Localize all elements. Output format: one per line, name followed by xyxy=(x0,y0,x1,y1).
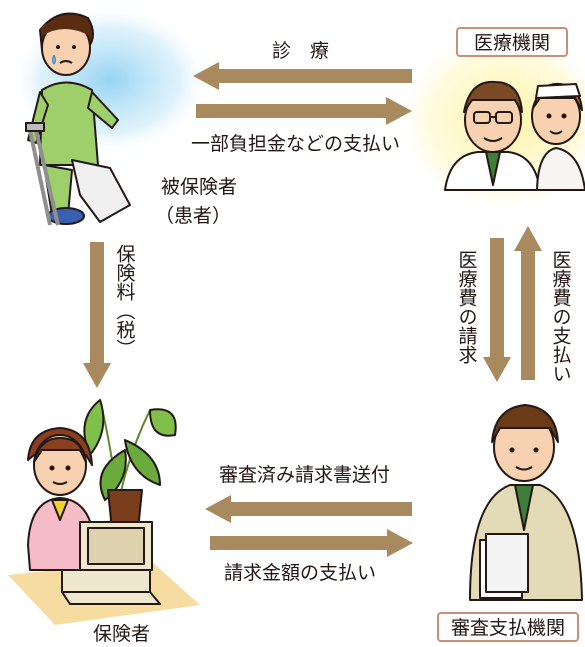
label-shinryo: 診 療 xyxy=(272,40,330,62)
label-ichibu-futan: 一部負担金などの支払い xyxy=(191,133,401,155)
arrow-shinsazumi xyxy=(205,495,412,523)
label-hihokensha: 被保険者 xyxy=(161,176,238,198)
arrow-seikyu-kingaku xyxy=(210,529,413,557)
label-seikyu-kingaku: 請求金額の支払い xyxy=(224,562,377,584)
plant-icon xyxy=(83,399,177,531)
nurse-figure xyxy=(531,82,585,191)
label-iryohi-seikyu: 医療費の請求 xyxy=(455,250,478,364)
box-shinsa-kikan: 審査支払機関 xyxy=(437,612,579,642)
label-hokenryo: 保険料（税） xyxy=(113,244,136,358)
box-iryo-kikan: 医療機関 xyxy=(456,27,568,57)
computer-icon xyxy=(61,521,161,605)
label-hokensha: 保険者 xyxy=(93,623,151,645)
label-shinsazumi: 審査済み請求書送付 xyxy=(219,464,391,486)
patient-figure xyxy=(25,12,131,226)
doctor-figure xyxy=(444,80,541,191)
arrow-iryohi-shiharai xyxy=(514,226,542,380)
label-kanja: （患者） xyxy=(155,205,232,227)
label-iryohi-shiharai: 医療費の支払い xyxy=(549,250,572,383)
arrow-hokenryo xyxy=(83,242,111,388)
insurer-worker-figure xyxy=(27,427,95,571)
arrow-ichibu-futan xyxy=(196,97,412,125)
insurer-scene xyxy=(8,399,200,625)
arrow-shinryo xyxy=(193,62,412,90)
reviewer-figure xyxy=(469,404,583,601)
arrow-iryohi-seikyu xyxy=(483,238,511,382)
